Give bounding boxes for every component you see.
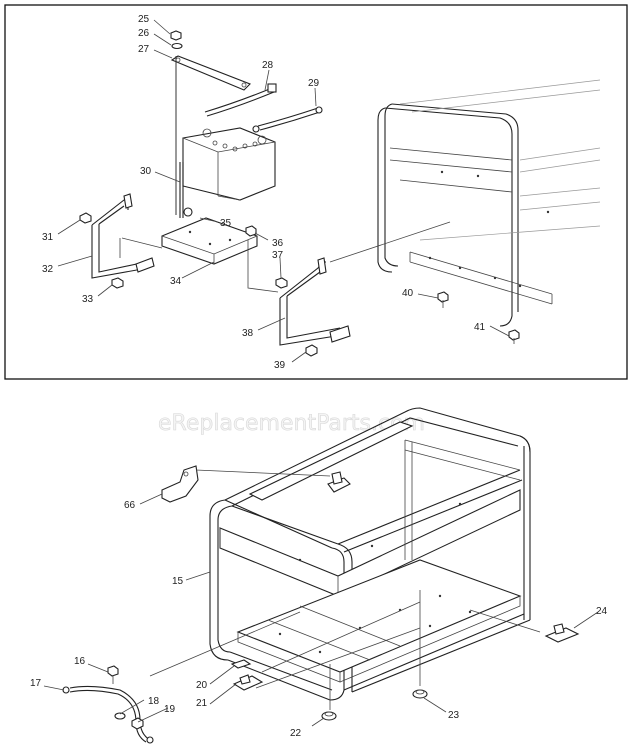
bolt-31 <box>79 212 92 224</box>
nut-39 <box>305 344 318 357</box>
callout-28: 28 <box>262 60 274 71</box>
callout-41: 41 <box>474 322 486 333</box>
nut <box>170 30 182 41</box>
callout-25: 25 <box>138 14 150 25</box>
callout-24: 24 <box>596 606 608 617</box>
callout-15: 15 <box>172 576 184 587</box>
left-bracket <box>91 193 155 279</box>
callout-66: 66 <box>124 500 136 511</box>
mounting-bracket-66 <box>161 465 331 503</box>
callout-16: 16 <box>74 656 86 667</box>
rubber-mount-24 <box>544 623 580 643</box>
bolt-16 <box>107 665 119 684</box>
callout-35: 35 <box>220 218 232 229</box>
callout-22: 22 <box>290 728 302 739</box>
foot-23 <box>412 689 428 699</box>
battery-clamp-bar <box>170 55 251 91</box>
rubber-mount-20 <box>230 659 252 669</box>
callout-40: 40 <box>402 288 414 299</box>
callout-27: 27 <box>138 44 150 55</box>
callout-18: 18 <box>148 696 160 707</box>
callout-19: 19 <box>164 704 176 715</box>
callout-32: 32 <box>42 264 54 275</box>
bolt-40 <box>437 291 449 308</box>
bolt-36 <box>245 225 257 237</box>
nut-33 <box>111 277 124 289</box>
callout-20: 20 <box>196 680 208 691</box>
callout-30: 30 <box>140 166 152 177</box>
callout-21: 21 <box>196 698 208 709</box>
main-frame <box>209 407 531 701</box>
callout-26: 26 <box>138 28 150 39</box>
rear-mount <box>327 471 351 493</box>
bolt-37 <box>275 277 288 289</box>
right-bracket <box>279 257 351 346</box>
foot-22 <box>321 711 337 721</box>
washer <box>171 42 183 50</box>
callout-23: 23 <box>448 710 460 721</box>
nut-19 <box>131 717 144 730</box>
frame-outline-top <box>377 79 601 327</box>
battery <box>182 127 276 201</box>
ground-cable <box>62 685 154 744</box>
hook-rod <box>179 162 193 218</box>
battery-tray <box>161 217 258 265</box>
callout-34: 34 <box>170 276 182 287</box>
bolt-41 <box>508 329 520 344</box>
callout-39: 39 <box>274 360 286 371</box>
top-panel-frame <box>4 4 628 380</box>
rubber-mount-21 <box>232 674 264 691</box>
leader-lines-top <box>57 19 510 363</box>
callout-38: 38 <box>242 328 254 339</box>
leader-lines-bottom <box>43 493 599 727</box>
battery-cable-29 <box>252 106 323 133</box>
callout-37: 37 <box>272 250 284 261</box>
callout-36: 36 <box>272 238 284 249</box>
callout-29: 29 <box>308 78 320 89</box>
callout-17: 17 <box>30 678 42 689</box>
battery-cable-28 <box>204 83 277 117</box>
callout-33: 33 <box>82 294 94 305</box>
washer-18 <box>114 712 126 720</box>
callout-31: 31 <box>42 232 54 243</box>
